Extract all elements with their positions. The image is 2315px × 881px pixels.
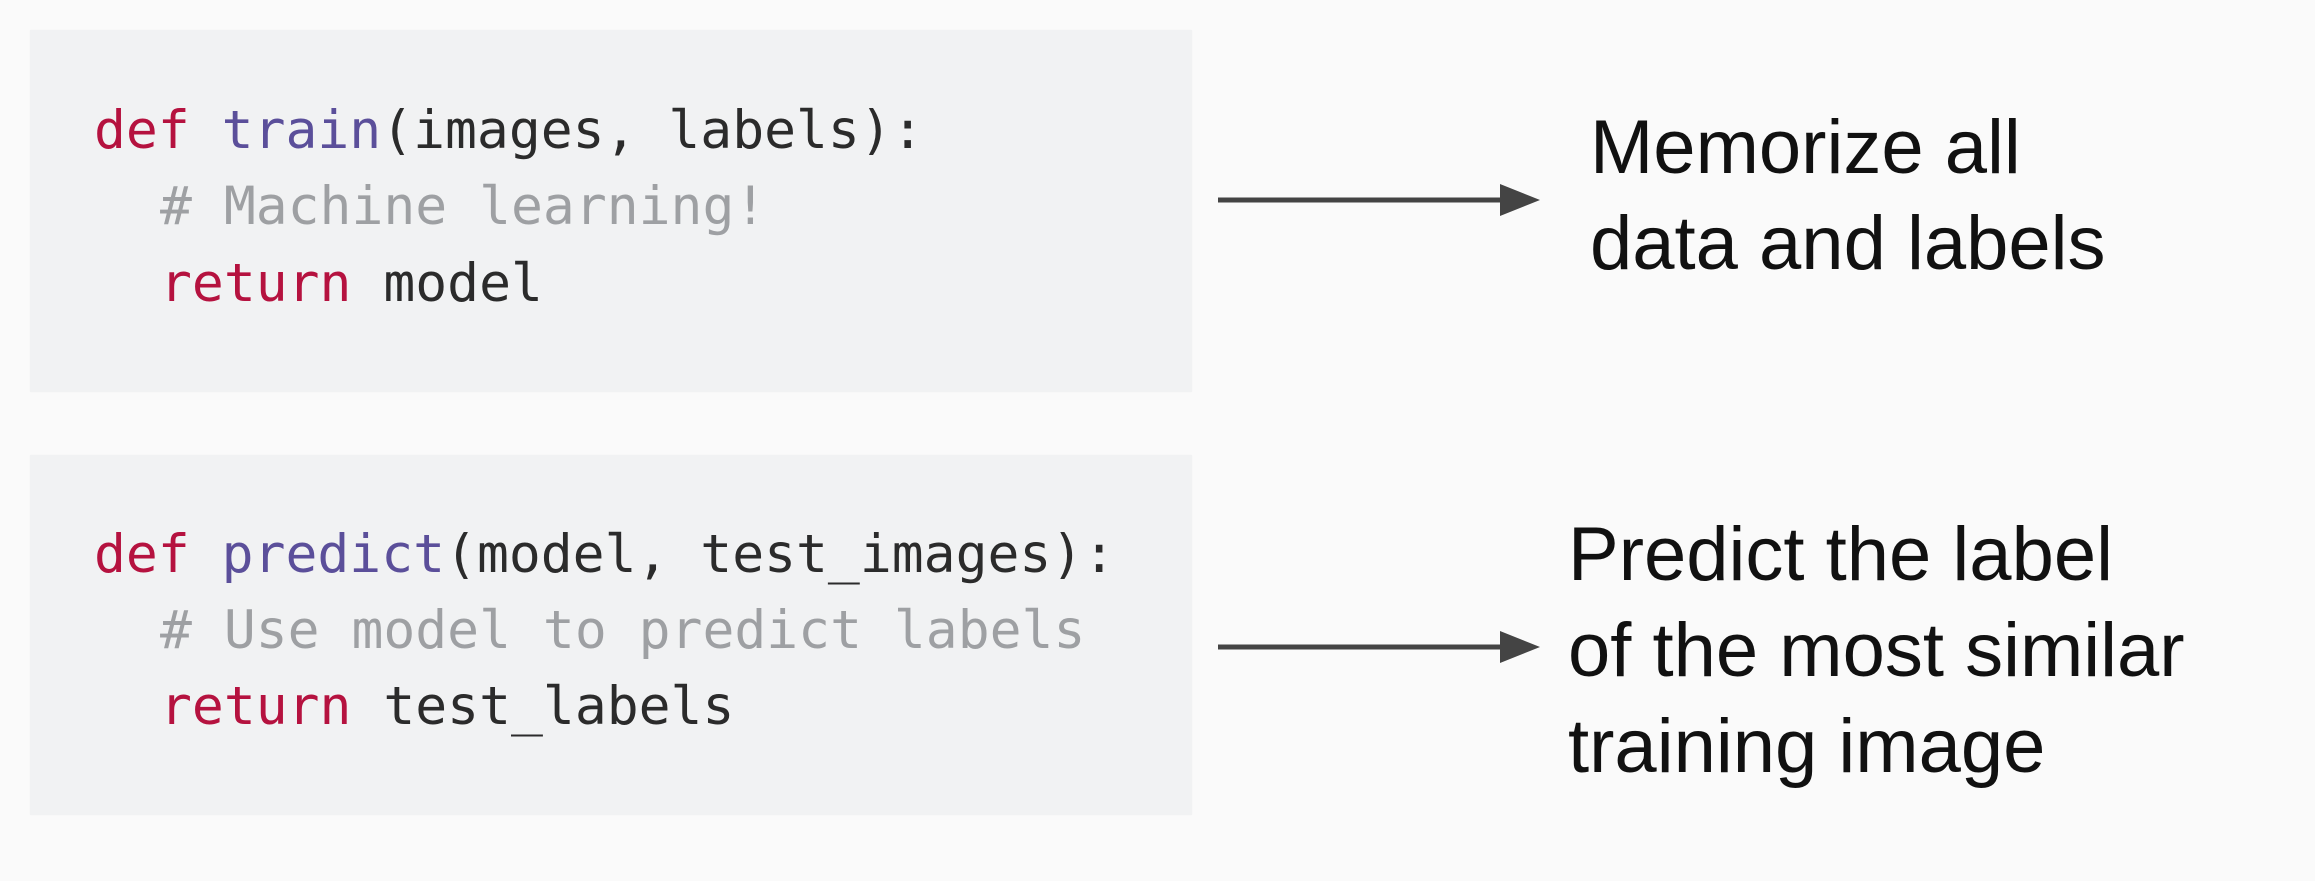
right-arrow-icon [1218, 631, 1540, 663]
right-arrow-icon [1218, 184, 1540, 216]
caption-line: Memorize all [1590, 105, 2021, 190]
train-return-line: return model [160, 254, 543, 314]
def-keyword: def [94, 524, 190, 585]
return-keyword: return [160, 676, 352, 737]
predict-return-line: return test_labels [160, 677, 734, 737]
function-params: (images, labels): [381, 100, 924, 161]
train-code-block: def train(images, labels): # Machine lea… [30, 30, 1192, 392]
predict-caption: Predict the label of the most similar tr… [1568, 507, 2185, 795]
train-caption: Memorize all data and labels [1590, 100, 2106, 292]
code-comment: # Machine learning! [160, 176, 767, 237]
predict-def-line: def predict(model, test_images): [94, 525, 1115, 585]
caption-line: Predict the label [1568, 512, 2113, 597]
function-name-train: train [221, 100, 382, 161]
function-params: (model, test_images): [445, 524, 1116, 585]
def-keyword: def [94, 100, 190, 161]
code-comment: # Use model to predict labels [160, 600, 1086, 661]
train-def-line: def train(images, labels): [94, 101, 924, 161]
caption-line: of the most similar [1568, 608, 2185, 693]
train-comment-line: # Machine learning! [160, 177, 766, 237]
caption-line: training image [1568, 704, 2046, 789]
return-keyword: return [160, 253, 352, 314]
predict-comment-line: # Use model to predict labels [160, 601, 1085, 661]
return-value: test_labels [351, 676, 735, 737]
caption-line: data and labels [1590, 201, 2106, 286]
function-name-predict: predict [221, 524, 446, 585]
predict-code-block: def predict(model, test_images): # Use m… [30, 455, 1192, 815]
return-value: model [351, 253, 543, 314]
